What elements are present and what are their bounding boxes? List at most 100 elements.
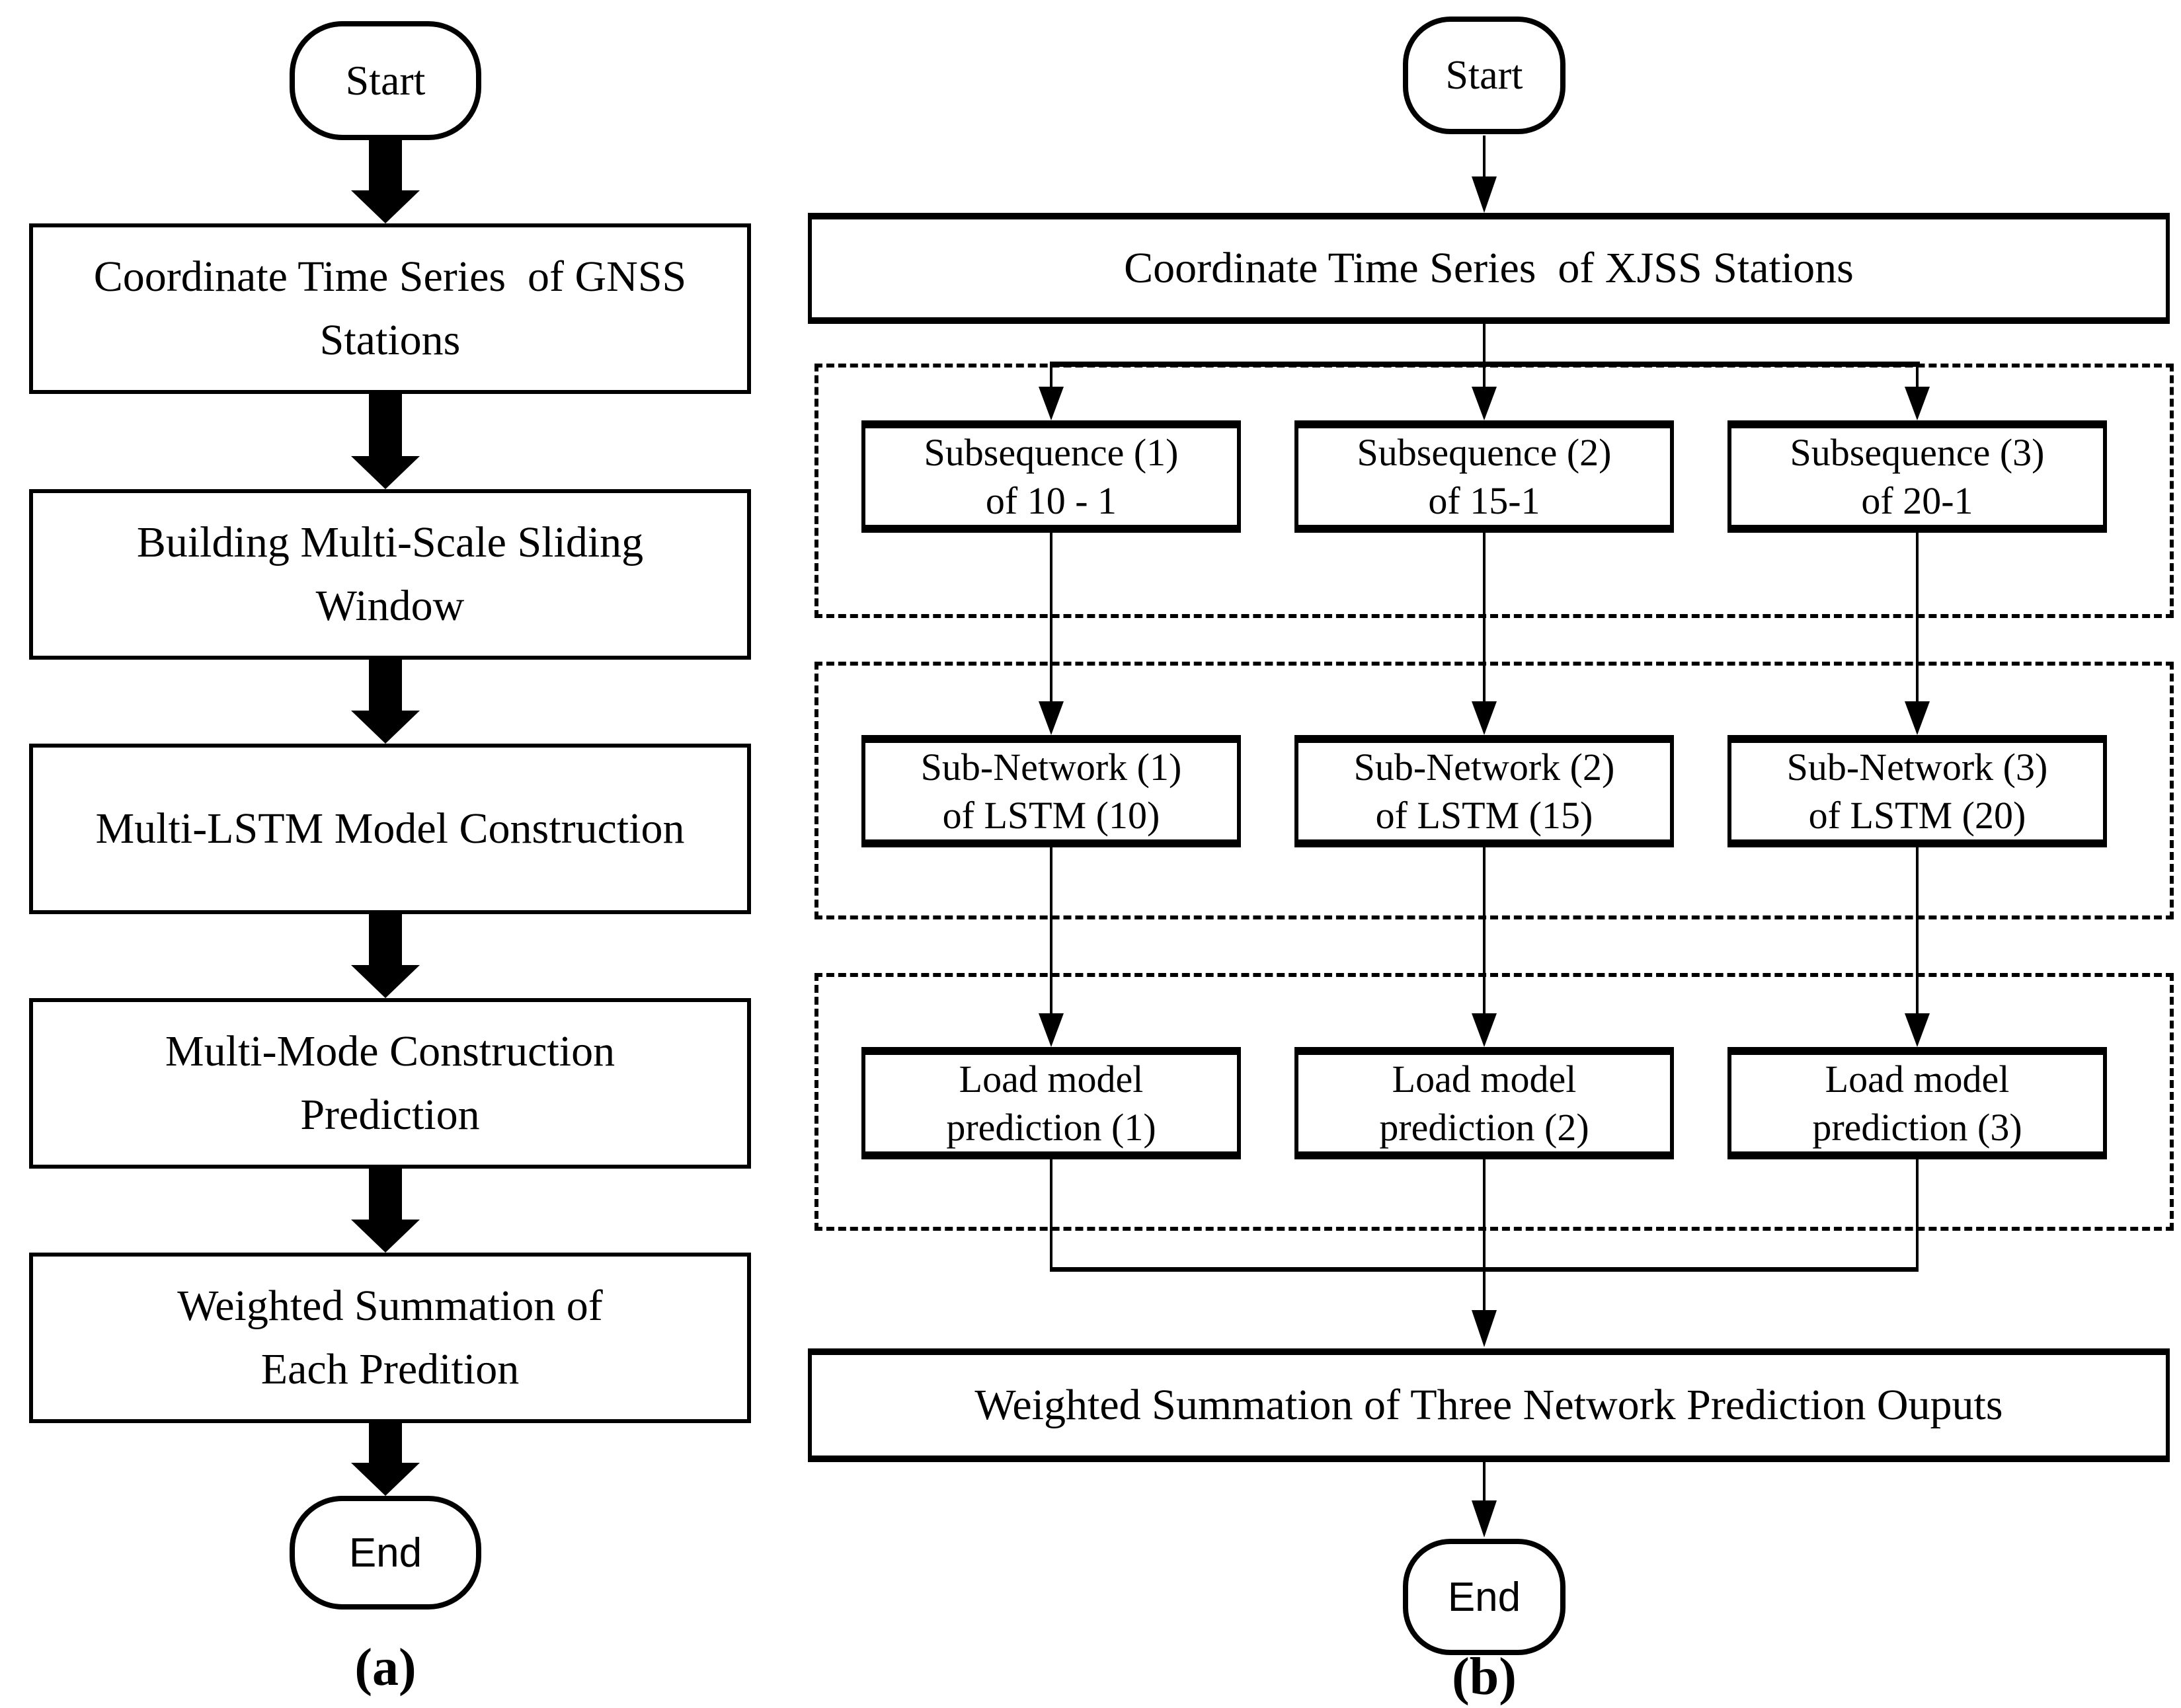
block-arrow-down [351,140,420,223]
arrow-shaft [369,1423,402,1463]
flow-line [1483,847,1486,1013]
block-arrow-down [351,1423,420,1496]
stage-group-subnetworks [814,662,2174,919]
process-box-text: Multi-LSTM Model Construction [95,804,685,853]
flow-line [1483,533,1486,701]
box-text: Subsequence (3) [1790,431,2045,474]
process-box-sliding-window: Building Multi-Scale Sliding Window [29,489,751,660]
process-box-multi-lstm: Multi-LSTM Model Construction [29,744,751,914]
panel-b-start-terminal: Start [1403,17,1566,134]
arrowhead-down [1472,1013,1497,1047]
process-box-text: Building Multi-Scale Sliding [136,518,644,566]
process-box-text: Coordinate Time Series of GNSS [93,252,687,301]
subnetwork-box-1: Sub-Network (1) of LSTM (10) [861,735,1241,847]
arrowhead-down [1905,701,1930,735]
box-text: Subsequence (2) [1357,431,1612,474]
arrowhead-down [351,965,420,998]
input-box: Coordinate Time Series of XJSS Stations [808,213,2170,324]
flow-line [1916,1159,1919,1272]
panel-a-start-terminal: Start [290,21,481,140]
flow-line [1916,367,1919,387]
load-model-box-3: Load model prediction (3) [1727,1047,2107,1159]
load-model-box-2: Load model prediction (2) [1294,1047,1674,1159]
arrowhead-down [1039,387,1064,420]
process-box-text: Weighted Summation of [177,1282,603,1330]
flow-line [1483,324,1486,364]
arrowhead-down [351,1220,420,1253]
arrowhead-down [351,711,420,744]
flow-line [1050,533,1052,701]
arrowhead-down [1039,701,1064,735]
flow-line [1483,1159,1486,1310]
arrowhead-down [1039,1013,1064,1047]
arrow-shaft [369,140,402,190]
box-text: of 10 - 1 [985,479,1117,522]
panel-b-caption: (b) [1452,1648,1517,1706]
block-arrow-down [351,914,420,998]
flow-line [1483,367,1486,387]
process-box-text: Each Predition [260,1345,520,1393]
arrowhead-down [1472,1500,1497,1537]
arrowhead-down [1472,701,1497,735]
end-label: End [1447,1574,1521,1620]
box-text: Sub-Network (2) [1353,746,1615,789]
arrowhead-down [1472,1310,1497,1347]
block-arrow-down [351,394,420,489]
box-text: prediction (1) [946,1106,1156,1149]
subnetwork-box-3: Sub-Network (3) of LSTM (20) [1727,735,2107,847]
panel-a-caption: (a) [354,1639,416,1697]
arrowhead-down [351,1463,420,1496]
start-label: Start [345,57,426,104]
box-text: Sub-Network (3) [1786,746,2048,789]
box-text: of 15-1 [1428,479,1540,522]
panel-b-end-terminal: End [1403,1539,1566,1655]
flow-line [1050,847,1052,1013]
panel-a-end-terminal: End [290,1496,481,1610]
arrowhead-down [1905,1013,1930,1047]
merge-line [1050,1267,1919,1272]
arrow-shaft [369,660,402,711]
process-box-multi-mode: Multi-Mode Construction Prediction [29,998,751,1169]
start-label: Start [1445,52,1523,98]
arrowhead-down [1472,387,1497,420]
output-box-text: Weighted Summation of Three Network Pred… [974,1381,2003,1429]
box-text: Subsequence (1) [924,431,1179,474]
subsequence-box-3: Subsequence (3) of 20-1 [1727,420,2107,533]
box-text: prediction (3) [1812,1106,2022,1149]
input-box-text: Coordinate Time Series of XJSS Stations [1124,244,1854,292]
subsequence-box-2: Subsequence (2) of 15-1 [1294,420,1674,533]
subsequence-box-1: Subsequence (1) of 10 - 1 [861,420,1241,533]
end-label: End [348,1530,422,1576]
arrowhead-down [351,190,420,223]
box-text: of LSTM (20) [1808,794,2026,837]
load-model-box-1: Load model prediction (1) [861,1047,1241,1159]
flow-line [1050,367,1052,387]
box-text: of 20-1 [1861,479,1973,522]
box-text: of LSTM (15) [1375,794,1593,837]
subnetwork-box-2: Sub-Network (2) of LSTM (15) [1294,735,1674,847]
process-box-text: Multi-Mode Construction [165,1027,615,1075]
box-text: Load model [1392,1058,1577,1101]
flow-line [1483,1462,1486,1500]
flow-line [1483,136,1486,176]
arrow-shaft [369,1169,402,1220]
process-box-text: Stations [319,316,461,364]
flow-line [1916,847,1919,1013]
box-text: prediction (2) [1379,1106,1589,1149]
output-box: Weighted Summation of Three Network Pred… [808,1348,2170,1462]
box-text: Load model [1825,1058,2010,1101]
process-box-coordinate-series: Coordinate Time Series of GNSS Stations [29,223,751,394]
process-box-text: Window [315,582,465,630]
box-text: Load model [959,1058,1144,1101]
process-box-text: Prediction [300,1091,480,1139]
flow-line [1050,1159,1052,1272]
block-arrow-down [351,660,420,744]
arrowhead-down [1905,387,1930,420]
stage-group-load-models [814,973,2174,1231]
arrowhead-down [351,456,420,489]
block-arrow-down [351,1169,420,1253]
arrow-shaft [369,394,402,456]
flow-line [1916,533,1919,701]
box-text: Sub-Network (1) [920,746,1182,789]
